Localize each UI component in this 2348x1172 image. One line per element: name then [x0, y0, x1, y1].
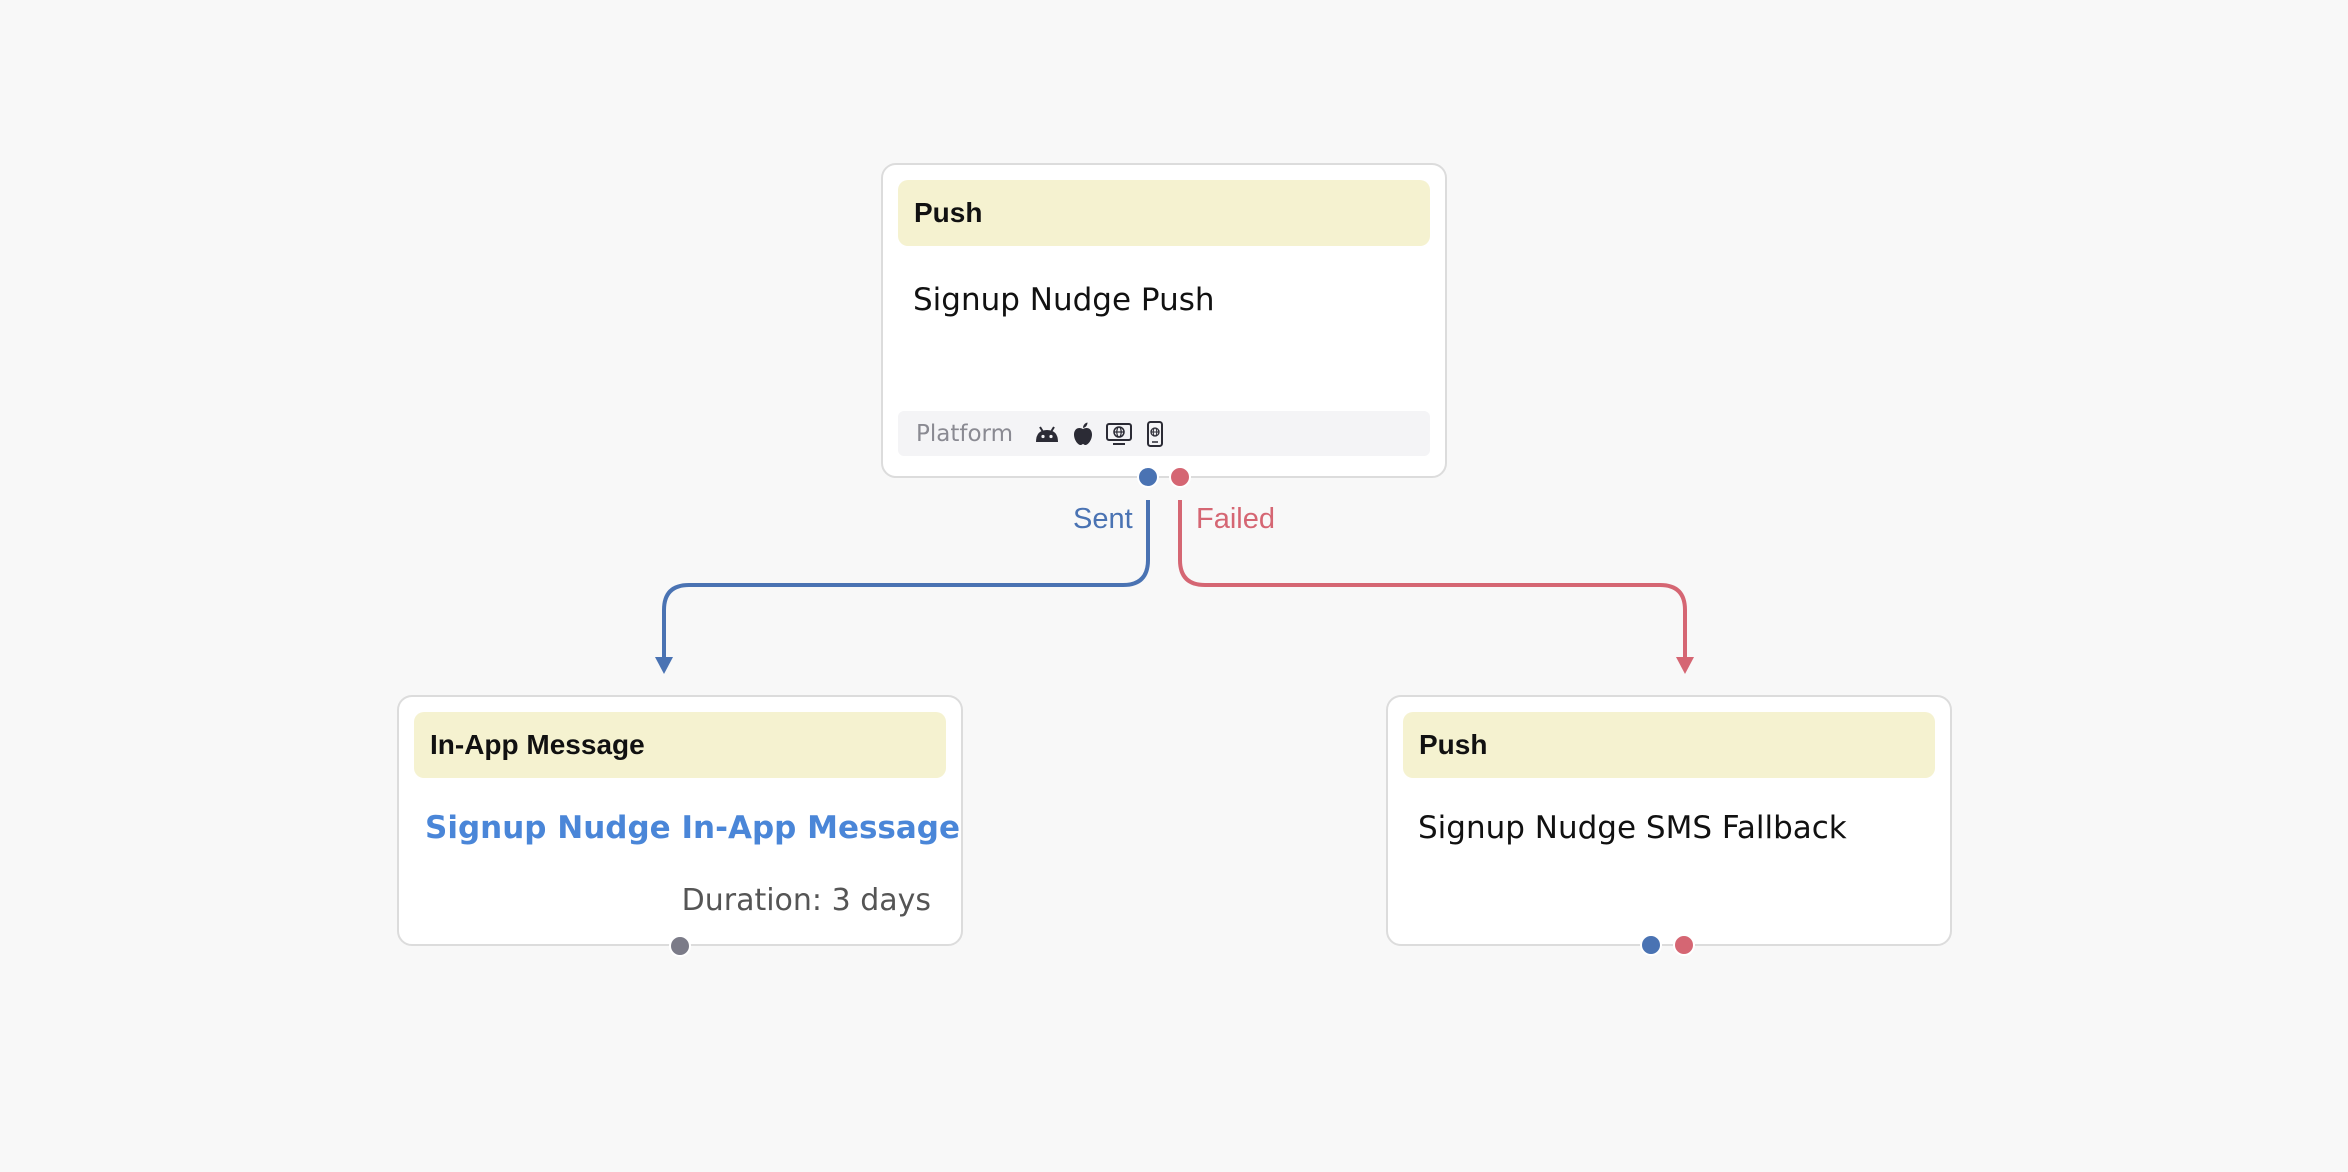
failed-arrowhead [1676, 657, 1694, 674]
inapp-message-node[interactable]: In-App Message Signup Nudge In-App Messa… [397, 695, 963, 946]
sent-edge-label: Sent [1073, 503, 1133, 535]
push-node-main[interactable]: Push Signup Nudge Push Platform [881, 163, 1447, 478]
platform-bar: Platform [898, 411, 1430, 456]
android-icon [1033, 420, 1061, 448]
node-title: Signup Nudge SMS Fallback [1418, 810, 1847, 846]
node-type-header: Push [898, 180, 1430, 246]
duration-text: Duration: 3 days [681, 883, 931, 918]
output-port[interactable] [669, 935, 691, 957]
apple-icon [1069, 420, 1097, 448]
node-title-link[interactable]: Signup Nudge In-App Message [425, 810, 961, 846]
sent-output-port[interactable] [1137, 466, 1159, 488]
web-desktop-icon [1105, 420, 1133, 448]
node-type-header: Push [1403, 712, 1935, 778]
failed-connector [1178, 500, 1687, 660]
failed-output-port[interactable] [1169, 466, 1191, 488]
push-node-fallback[interactable]: Push Signup Nudge SMS Fallback [1386, 695, 1952, 946]
web-mobile-icon [1141, 420, 1169, 448]
sent-arrowhead [655, 657, 673, 674]
failed-output-port[interactable] [1673, 934, 1695, 956]
node-type-header: In-App Message [414, 712, 946, 778]
platform-label: Platform [916, 420, 1013, 447]
node-title: Signup Nudge Push [913, 282, 1215, 318]
sent-connector [662, 500, 1150, 660]
sent-output-port[interactable] [1640, 934, 1662, 956]
failed-edge-label: Failed [1196, 503, 1275, 535]
